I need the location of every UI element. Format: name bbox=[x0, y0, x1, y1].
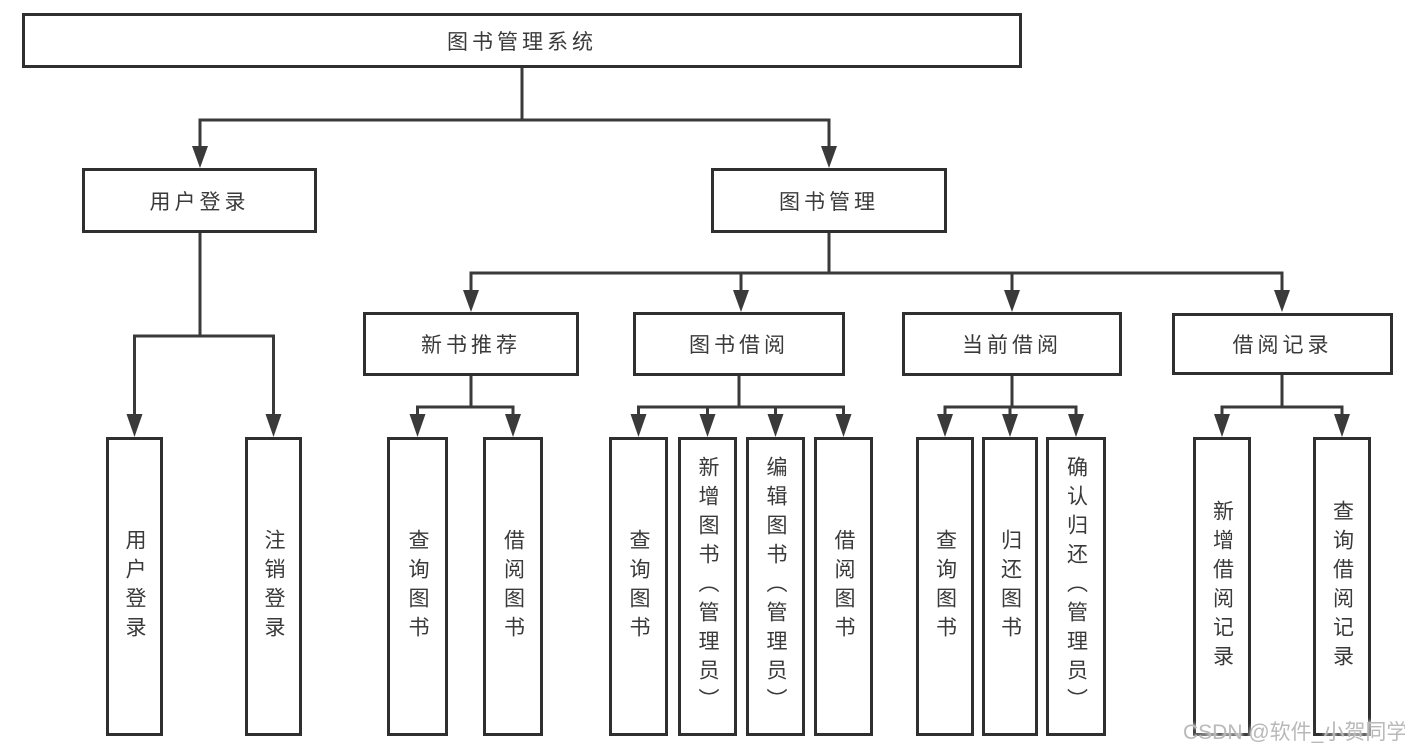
leaf-label: 查询图书 bbox=[627, 528, 650, 645]
leaf-query-books: 查询图书 bbox=[387, 437, 448, 736]
leaf-label: 查询图书 bbox=[406, 528, 429, 645]
leaf-label: 借阅图书 bbox=[501, 528, 525, 645]
node-label: 新书推荐 bbox=[421, 334, 521, 357]
leaf-edit-book-admin: 编辑图书（管理员） bbox=[746, 437, 805, 736]
node-library-management-system: 图书管理系统 bbox=[22, 13, 1022, 68]
leaf-label: 查询图书 bbox=[933, 528, 957, 645]
node-book-management: 图书管理 bbox=[711, 168, 947, 233]
leaf-user-login: 用户登录 bbox=[106, 437, 163, 736]
node-label: 图书管理 bbox=[779, 190, 879, 214]
leaf-borrow-books: 借阅图书 bbox=[814, 437, 873, 736]
node-label: 当前借阅 bbox=[962, 334, 1062, 357]
leaf-label: 归还图书 bbox=[998, 528, 1022, 645]
leaf-confirm-return-admin: 确认归还（管理员） bbox=[1046, 437, 1106, 736]
leaf-label: 查询借阅记录 bbox=[1330, 499, 1354, 674]
leaf-return-books: 归还图书 bbox=[982, 437, 1038, 736]
node-label: 图书管理系统 bbox=[447, 30, 597, 54]
node-book-borrowing: 图书借阅 bbox=[633, 312, 845, 376]
leaf-label: 注销登录 bbox=[262, 528, 285, 645]
node-new-book-recommendation: 新书推荐 bbox=[363, 312, 579, 376]
leaf-logout: 注销登录 bbox=[245, 437, 302, 736]
leaf-add-book-admin: 新增图书（管理员） bbox=[678, 437, 737, 736]
node-label: 用户登录 bbox=[149, 190, 250, 214]
node-borrowing-records: 借阅记录 bbox=[1172, 313, 1393, 375]
csdn-watermark: CSDN @软件_小贺同学 bbox=[1183, 721, 1405, 744]
leaf-label: 用户登录 bbox=[123, 528, 146, 645]
node-user-login: 用户登录 bbox=[82, 168, 317, 233]
leaf-label: 编辑图书（管理员） bbox=[764, 456, 787, 717]
leaf-query-books: 查询图书 bbox=[916, 437, 974, 736]
leaf-label: 借阅图书 bbox=[832, 528, 855, 645]
leaf-query-borrow-record: 查询借阅记录 bbox=[1313, 437, 1371, 736]
leaf-query-books: 查询图书 bbox=[609, 437, 668, 736]
node-label: 借阅记录 bbox=[1232, 334, 1333, 357]
leaf-label: 新增借阅记录 bbox=[1210, 499, 1234, 674]
leaf-label: 新增图书（管理员） bbox=[696, 456, 719, 717]
node-current-borrowing: 当前借阅 bbox=[902, 312, 1122, 376]
leaf-borrow-books: 借阅图书 bbox=[483, 437, 543, 736]
node-label: 图书借阅 bbox=[689, 334, 789, 357]
leaf-add-borrow-record: 新增借阅记录 bbox=[1193, 437, 1251, 736]
leaf-label: 确认归还（管理员） bbox=[1064, 456, 1088, 717]
